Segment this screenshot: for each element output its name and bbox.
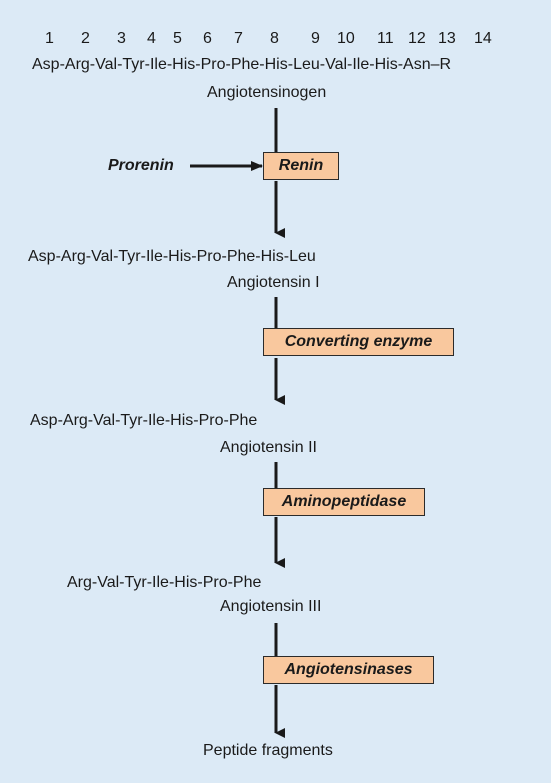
- residue-number: 7: [234, 30, 243, 47]
- residue-number: 8: [270, 30, 279, 47]
- angiotensin3-sequence: Arg-Val-Tyr-Ile-His-Pro-Phe: [67, 574, 262, 591]
- peptide-fragments-label: Peptide fragments: [203, 742, 333, 759]
- aminopeptidase-label: Aminopeptidase: [281, 493, 407, 510]
- angiotensinases-box: Angiotensinases: [263, 656, 434, 684]
- residue-number: 11: [377, 30, 394, 47]
- angiotensin3-label: Angiotensin III: [220, 598, 322, 615]
- angiotensin1-sequence: Asp-Arg-Val-Tyr-Ile-His-Pro-Phe-His-Leu: [28, 248, 316, 265]
- residue-number: 9: [311, 30, 320, 47]
- aminopeptidase-box: Aminopeptidase: [263, 488, 425, 516]
- prorenin-label: Prorenin: [108, 157, 174, 174]
- angiotensin1-label: Angiotensin I: [227, 274, 320, 291]
- angiotensin2-sequence: Asp-Arg-Val-Tyr-Ile-His-Pro-Phe: [30, 412, 258, 429]
- angiotensinogen-sequence: Asp-Arg-Val-Tyr-Ile-His-Pro-Phe-His-Leu-…: [32, 56, 452, 73]
- angiotensinogen-label: Angiotensinogen: [207, 84, 327, 101]
- converting-enzyme-label: Converting enzyme: [284, 333, 433, 350]
- residue-number: 1: [45, 30, 54, 47]
- angiotensin2-label: Angiotensin II: [220, 439, 317, 456]
- converting-enzyme-box: Converting enzyme: [263, 328, 454, 356]
- residue-number: 13: [438, 30, 456, 47]
- residue-number: 5: [173, 30, 182, 47]
- angiotensinases-label: Angiotensinases: [284, 661, 413, 678]
- residue-number: 12: [408, 30, 426, 47]
- residue-number: 4: [147, 30, 156, 47]
- residue-number: 10: [337, 30, 355, 47]
- residue-number: 3: [117, 30, 126, 47]
- renin-label: Renin: [278, 157, 324, 174]
- renin-box: Renin: [263, 152, 339, 180]
- residue-number: 14: [474, 30, 492, 47]
- residue-number: 2: [81, 30, 90, 47]
- residue-number: 6: [203, 30, 212, 47]
